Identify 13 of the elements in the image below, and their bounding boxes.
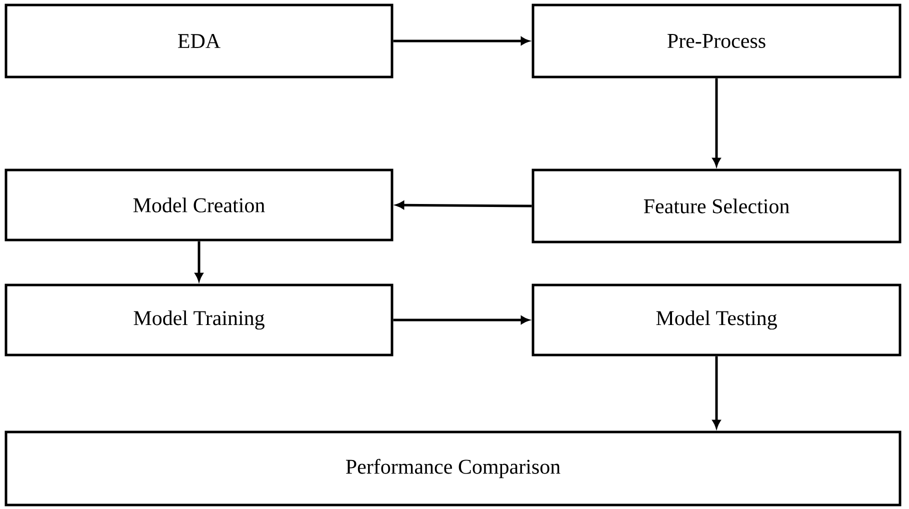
process-box: Model Creation (4, 168, 394, 242)
arrow (712, 78, 720, 166)
arrow (712, 356, 720, 428)
arrow (393, 316, 530, 324)
process-box: EDA (4, 4, 394, 78)
arrow (195, 241, 203, 282)
process-box: Performance Comparison (4, 430, 902, 506)
process-box: Pre-Process (532, 4, 902, 78)
arrow (396, 201, 532, 210)
process-box: Model Testing (532, 284, 902, 356)
arrow (393, 37, 530, 45)
process-box: Model Training (4, 284, 394, 356)
process-box: Feature Selection (532, 168, 902, 244)
